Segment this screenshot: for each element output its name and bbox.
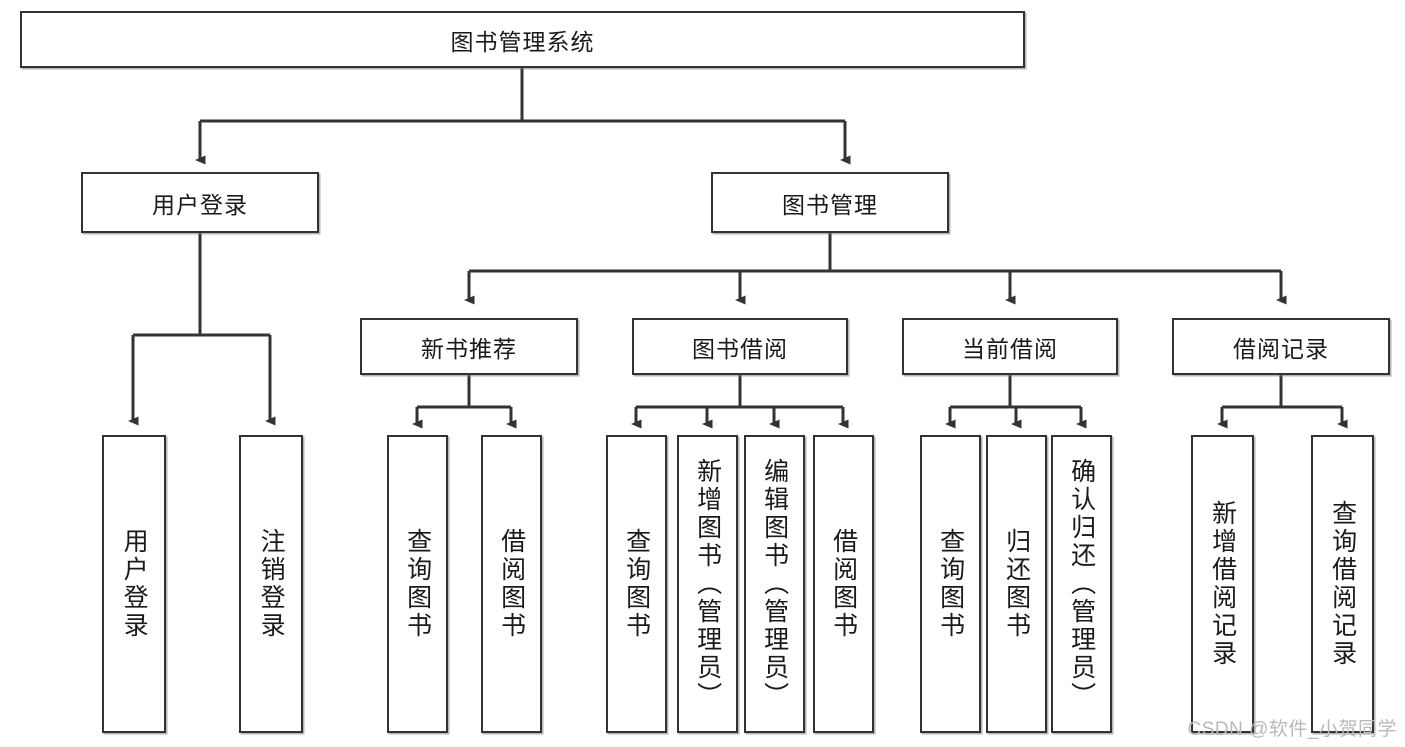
leaf-add-record[interactable]: 新增借阅记录	[1191, 435, 1254, 733]
leaf-query-record-label: 查询借阅记录	[1328, 500, 1357, 668]
leaf-borrow-book-2[interactable]: 借阅图书	[813, 435, 874, 733]
node-user-login[interactable]: 用户登录	[81, 172, 319, 233]
node-current-borrow-label: 当前借阅	[962, 335, 1058, 362]
leaf-query-record[interactable]: 查询借阅记录	[1311, 435, 1374, 733]
leaf-user-login[interactable]: 用户登录	[102, 435, 166, 733]
csdn-watermark: CSDN @软件_小贺同学	[1187, 719, 1397, 740]
node-new-book-rec-label: 新书推荐	[421, 335, 517, 362]
node-borrow-record[interactable]: 借阅记录	[1172, 318, 1390, 375]
node-current-borrow[interactable]: 当前借阅	[902, 318, 1118, 375]
leaf-add-book-label: 新增图书（管理员）	[693, 458, 722, 710]
leaf-query-book-3-label: 查询图书	[936, 528, 965, 640]
leaf-user-login-label: 用户登录	[120, 528, 149, 640]
leaf-query-book-1[interactable]: 查询图书	[387, 435, 448, 733]
leaf-borrow-book-1[interactable]: 借阅图书	[481, 435, 542, 733]
node-book-manage[interactable]: 图书管理	[711, 172, 949, 233]
leaf-return-book-label: 归还图书	[1002, 528, 1031, 640]
node-book-borrow[interactable]: 图书借阅	[632, 318, 848, 375]
leaf-query-book-3[interactable]: 查询图书	[920, 435, 981, 733]
leaf-borrow-book-2-label: 借阅图书	[829, 528, 858, 640]
leaf-confirm-return-label: 确认归还（管理员）	[1067, 458, 1096, 710]
leaf-edit-book[interactable]: 编辑图书（管理员）	[744, 435, 805, 733]
node-borrow-record-label: 借阅记录	[1233, 335, 1329, 362]
leaf-add-book[interactable]: 新增图书（管理员）	[677, 435, 738, 733]
leaf-confirm-return[interactable]: 确认归还（管理员）	[1051, 435, 1112, 733]
node-user-login-label: 用户登录	[152, 191, 248, 218]
leaf-return-book[interactable]: 归还图书	[986, 435, 1047, 733]
leaf-add-record-label: 新增借阅记录	[1208, 500, 1237, 668]
node-root[interactable]: 图书管理系统	[20, 11, 1025, 68]
node-book-borrow-label: 图书借阅	[692, 335, 788, 362]
leaf-query-book-2[interactable]: 查询图书	[606, 435, 667, 733]
leaf-query-book-1-label: 查询图书	[403, 528, 432, 640]
leaf-logout-label: 注销登录	[257, 528, 286, 640]
leaf-borrow-book-1-label: 借阅图书	[497, 528, 526, 640]
node-new-book-rec[interactable]: 新书推荐	[360, 318, 578, 375]
node-book-manage-label: 图书管理	[782, 191, 878, 218]
node-root-label: 图书管理系统	[450, 28, 595, 55]
leaf-edit-book-label: 编辑图书（管理员）	[760, 458, 789, 710]
leaf-query-book-2-label: 查询图书	[622, 528, 651, 640]
leaf-logout[interactable]: 注销登录	[239, 435, 303, 733]
